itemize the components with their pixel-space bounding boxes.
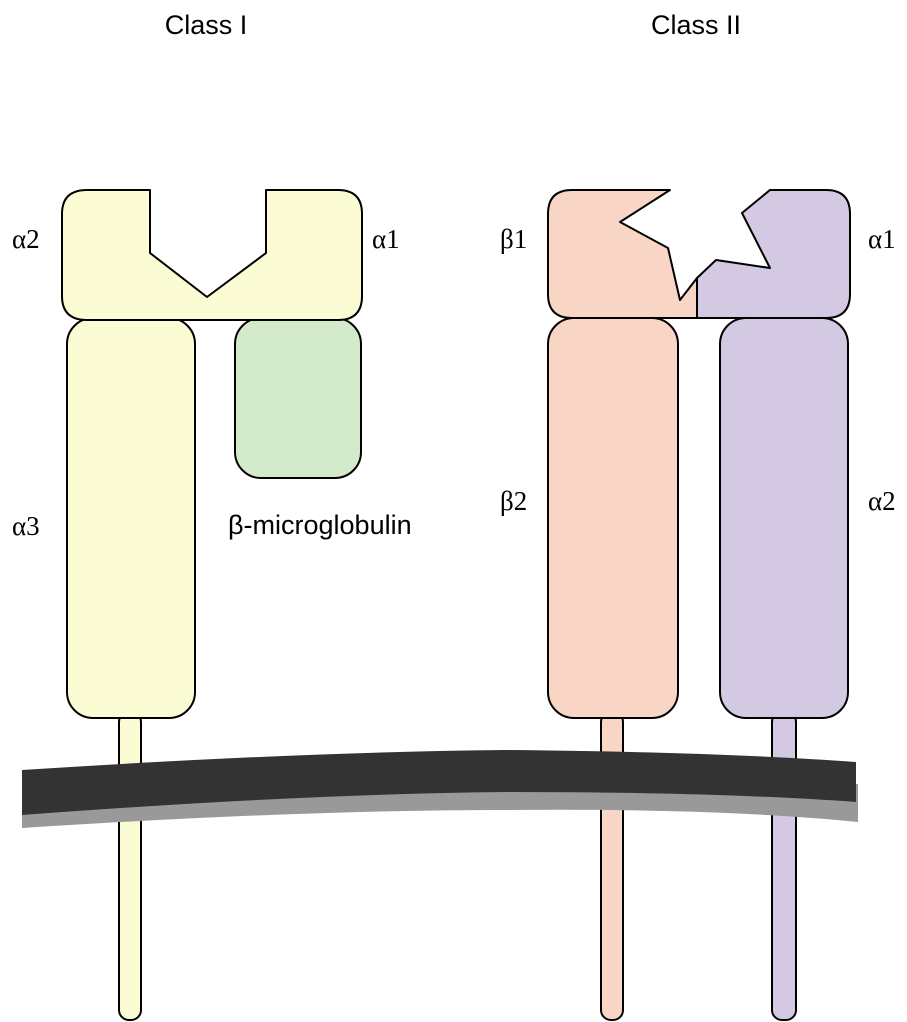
class-1-alpha2-label: α2 — [12, 224, 40, 254]
beta-microglobulin-domain — [235, 318, 361, 478]
class-1-alpha1-label: α1 — [372, 224, 400, 254]
class-1-molecule — [62, 190, 362, 1020]
class-2-beta2-label: β2 — [500, 486, 527, 516]
cell-membrane — [22, 750, 858, 828]
class-2-alpha2-domain — [720, 318, 848, 718]
class-2-beta1-label: β1 — [500, 224, 527, 254]
beta-microglobulin-label: β-microglobulin — [228, 510, 412, 540]
class-2-alpha1-label: α1 — [868, 224, 896, 254]
class-1-alpha3-domain — [67, 318, 195, 718]
class-2-beta1-domain — [548, 190, 697, 318]
class-2-title: Class II — [651, 10, 741, 40]
class-2-molecule — [548, 190, 850, 1020]
class-2-alpha2-label: α2 — [868, 486, 896, 516]
class-2-alpha1-domain — [697, 190, 850, 318]
class-1-alpha1-alpha2-domain — [62, 190, 362, 320]
class-1-title: Class I — [165, 10, 248, 40]
class-1-alpha3-label: α3 — [12, 511, 40, 541]
class-1-alpha-tail — [119, 712, 141, 1020]
class-2-beta2-domain — [548, 318, 678, 718]
